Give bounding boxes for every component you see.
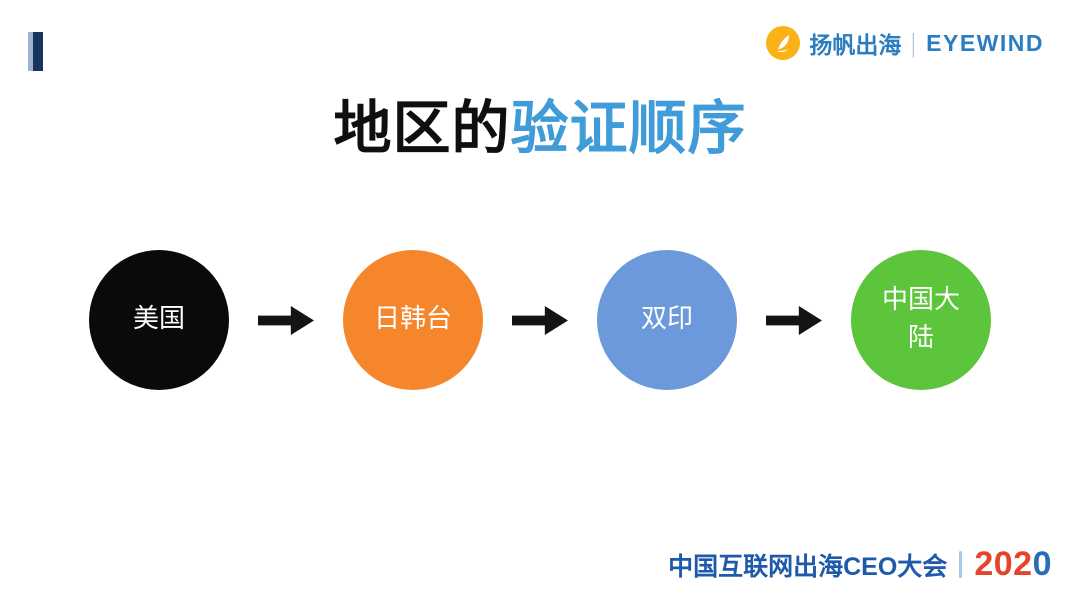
title-prefix: 地区的 — [333, 96, 511, 161]
year-logo: 2 0 2 0 — [974, 545, 1052, 584]
flow-step-label: 双印 — [640, 304, 693, 335]
year-digit: 2 — [1013, 545, 1033, 583]
flow-step-usa: 美国 — [89, 250, 229, 390]
conference-name: 中国互联网出海CEO大会 — [668, 552, 948, 581]
bookmark-icon — [28, 32, 43, 71]
arrow-icon — [766, 305, 822, 336]
title-highlight: 验证顺序 — [510, 96, 747, 161]
brand-name: 扬帆出海 — [809, 32, 902, 58]
flow-step-india-indonesia: 双印 — [597, 250, 737, 390]
flow-step-label: 日韩台 — [373, 304, 452, 335]
arrow-icon — [258, 305, 314, 336]
footer: 中国互联网出海CEO大会 2 0 2 0 — [668, 545, 1052, 584]
flow-step-mainland-china: 中国大陆 — [851, 250, 991, 390]
flow-step-japan-korea-taiwan: 日韩台 — [343, 250, 483, 390]
sail-icon — [766, 26, 801, 60]
flow-step-label: 美国 — [132, 304, 185, 335]
page-title: 地区的验证顺序 — [0, 96, 1080, 163]
flow-diagram: 美国 日韩台 双印 中国大陆 — [0, 250, 1080, 390]
footer-divider — [959, 551, 963, 578]
arrow-icon — [512, 305, 568, 336]
brand-logo: 扬帆出海 | EYEWIND — [766, 26, 1044, 60]
year-digit: 2 — [974, 545, 994, 583]
partner-name: EYEWIND — [926, 29, 1044, 56]
year-digit: 0 — [993, 545, 1014, 583]
brand-divider-icon: | — [911, 27, 916, 58]
year-digit: 0 — [1032, 545, 1052, 583]
flow-step-label: 中国大陆 — [881, 285, 960, 353]
